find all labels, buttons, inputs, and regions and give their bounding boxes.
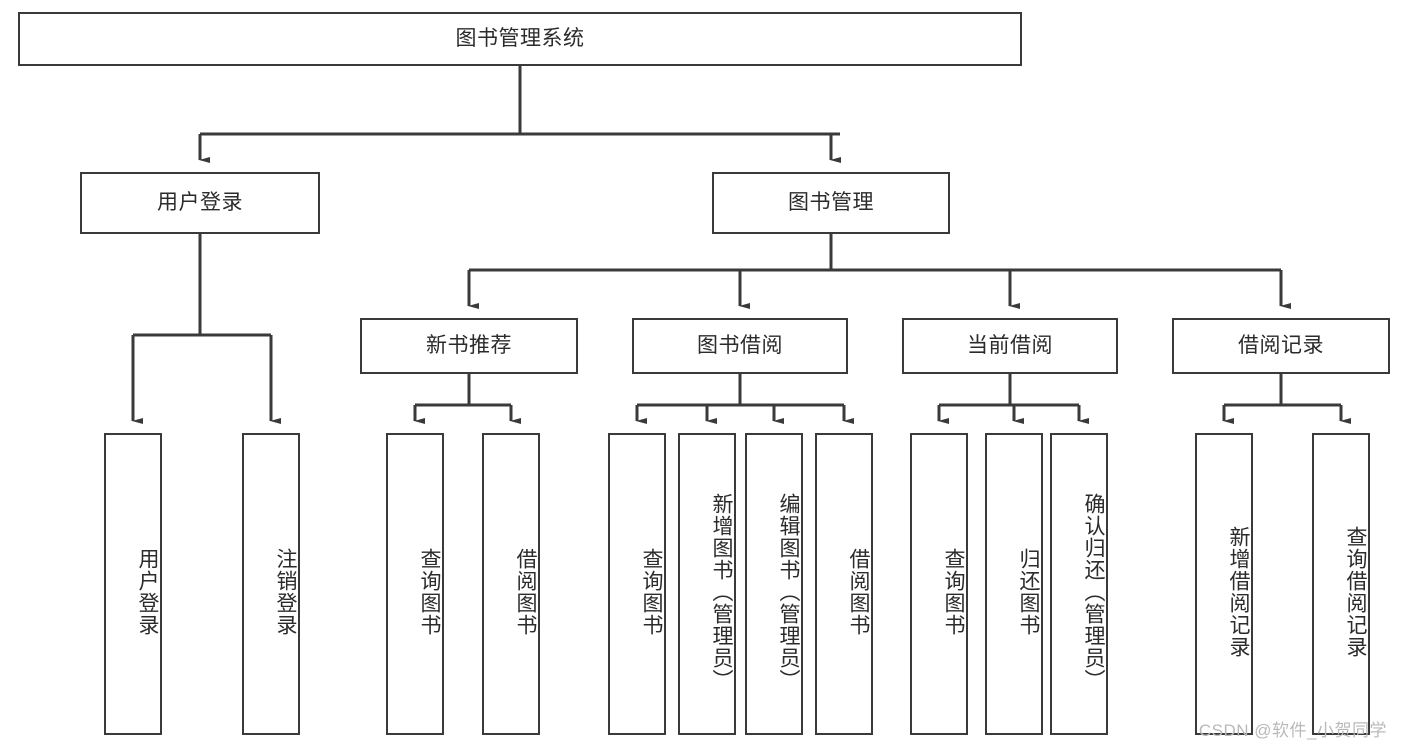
leaf-edit-book-admin[interactable]: 编辑图书（管理员）	[745, 433, 803, 735]
node-current-borrow[interactable]: 当前借阅	[902, 318, 1118, 374]
node-book-borrow[interactable]: 图书借阅	[632, 318, 848, 374]
leaf-add-borrow-record-label: 新增借阅记录	[1227, 526, 1250, 658]
leaf-user-login[interactable]: 用户登录	[104, 433, 162, 735]
leaf-query-book-current[interactable]: 查询图书	[910, 433, 968, 735]
leaf-add-book-admin[interactable]: 新增图书（管理员）	[678, 433, 736, 735]
leaf-query-borrow-record[interactable]: 查询借阅记录	[1312, 433, 1370, 735]
leaf-return-book[interactable]: 归还图书	[985, 433, 1043, 735]
leaf-query-book-newbook[interactable]: 查询图书	[386, 433, 444, 735]
node-root-label: 图书管理系统	[455, 27, 585, 51]
leaf-query-book-borrow[interactable]: 查询图书	[608, 433, 666, 735]
watermark: CSDN @软件_小贺同学	[1198, 721, 1387, 740]
node-root[interactable]: 图书管理系统	[18, 12, 1022, 66]
leaf-add-borrow-record[interactable]: 新增借阅记录	[1195, 433, 1253, 735]
leaf-edit-book-admin-label: 编辑图书（管理员）	[777, 493, 800, 691]
leaf-lend-book[interactable]: 借阅图书	[815, 433, 873, 735]
node-book-borrow-label: 图书借阅	[697, 334, 783, 358]
node-new-book-recommend[interactable]: 新书推荐	[360, 318, 578, 374]
node-current-borrow-label: 当前借阅	[967, 334, 1053, 358]
leaf-lend-book-label: 借阅图书	[847, 548, 870, 636]
leaf-confirm-return-admin[interactable]: 确认归还（管理员）	[1050, 433, 1108, 735]
leaf-logout-label: 注销登录	[274, 548, 297, 636]
node-borrow-record-label: 借阅记录	[1238, 334, 1324, 358]
leaf-user-login-label: 用户登录	[136, 548, 159, 636]
node-borrow-record[interactable]: 借阅记录	[1172, 318, 1390, 374]
leaf-query-book-borrow-label: 查询图书	[640, 548, 663, 636]
leaf-return-book-label: 归还图书	[1017, 548, 1040, 636]
leaf-add-book-admin-label: 新增图书（管理员）	[710, 493, 733, 691]
node-book-management[interactable]: 图书管理	[712, 172, 950, 234]
leaf-query-book-current-label: 查询图书	[942, 548, 965, 636]
leaf-borrow-book-newbook[interactable]: 借阅图书	[482, 433, 540, 735]
leaf-borrow-book-newbook-label: 借阅图书	[514, 548, 537, 636]
node-user-login-label: 用户登录	[157, 191, 243, 215]
leaf-confirm-return-admin-label: 确认归还（管理员）	[1082, 493, 1105, 691]
node-book-management-label: 图书管理	[788, 191, 874, 215]
node-user-login[interactable]: 用户登录	[80, 172, 320, 234]
leaf-query-book-newbook-label: 查询图书	[418, 548, 441, 636]
leaf-logout[interactable]: 注销登录	[242, 433, 300, 735]
leaf-query-borrow-record-label: 查询借阅记录	[1344, 526, 1367, 658]
node-new-book-recommend-label: 新书推荐	[426, 334, 512, 358]
